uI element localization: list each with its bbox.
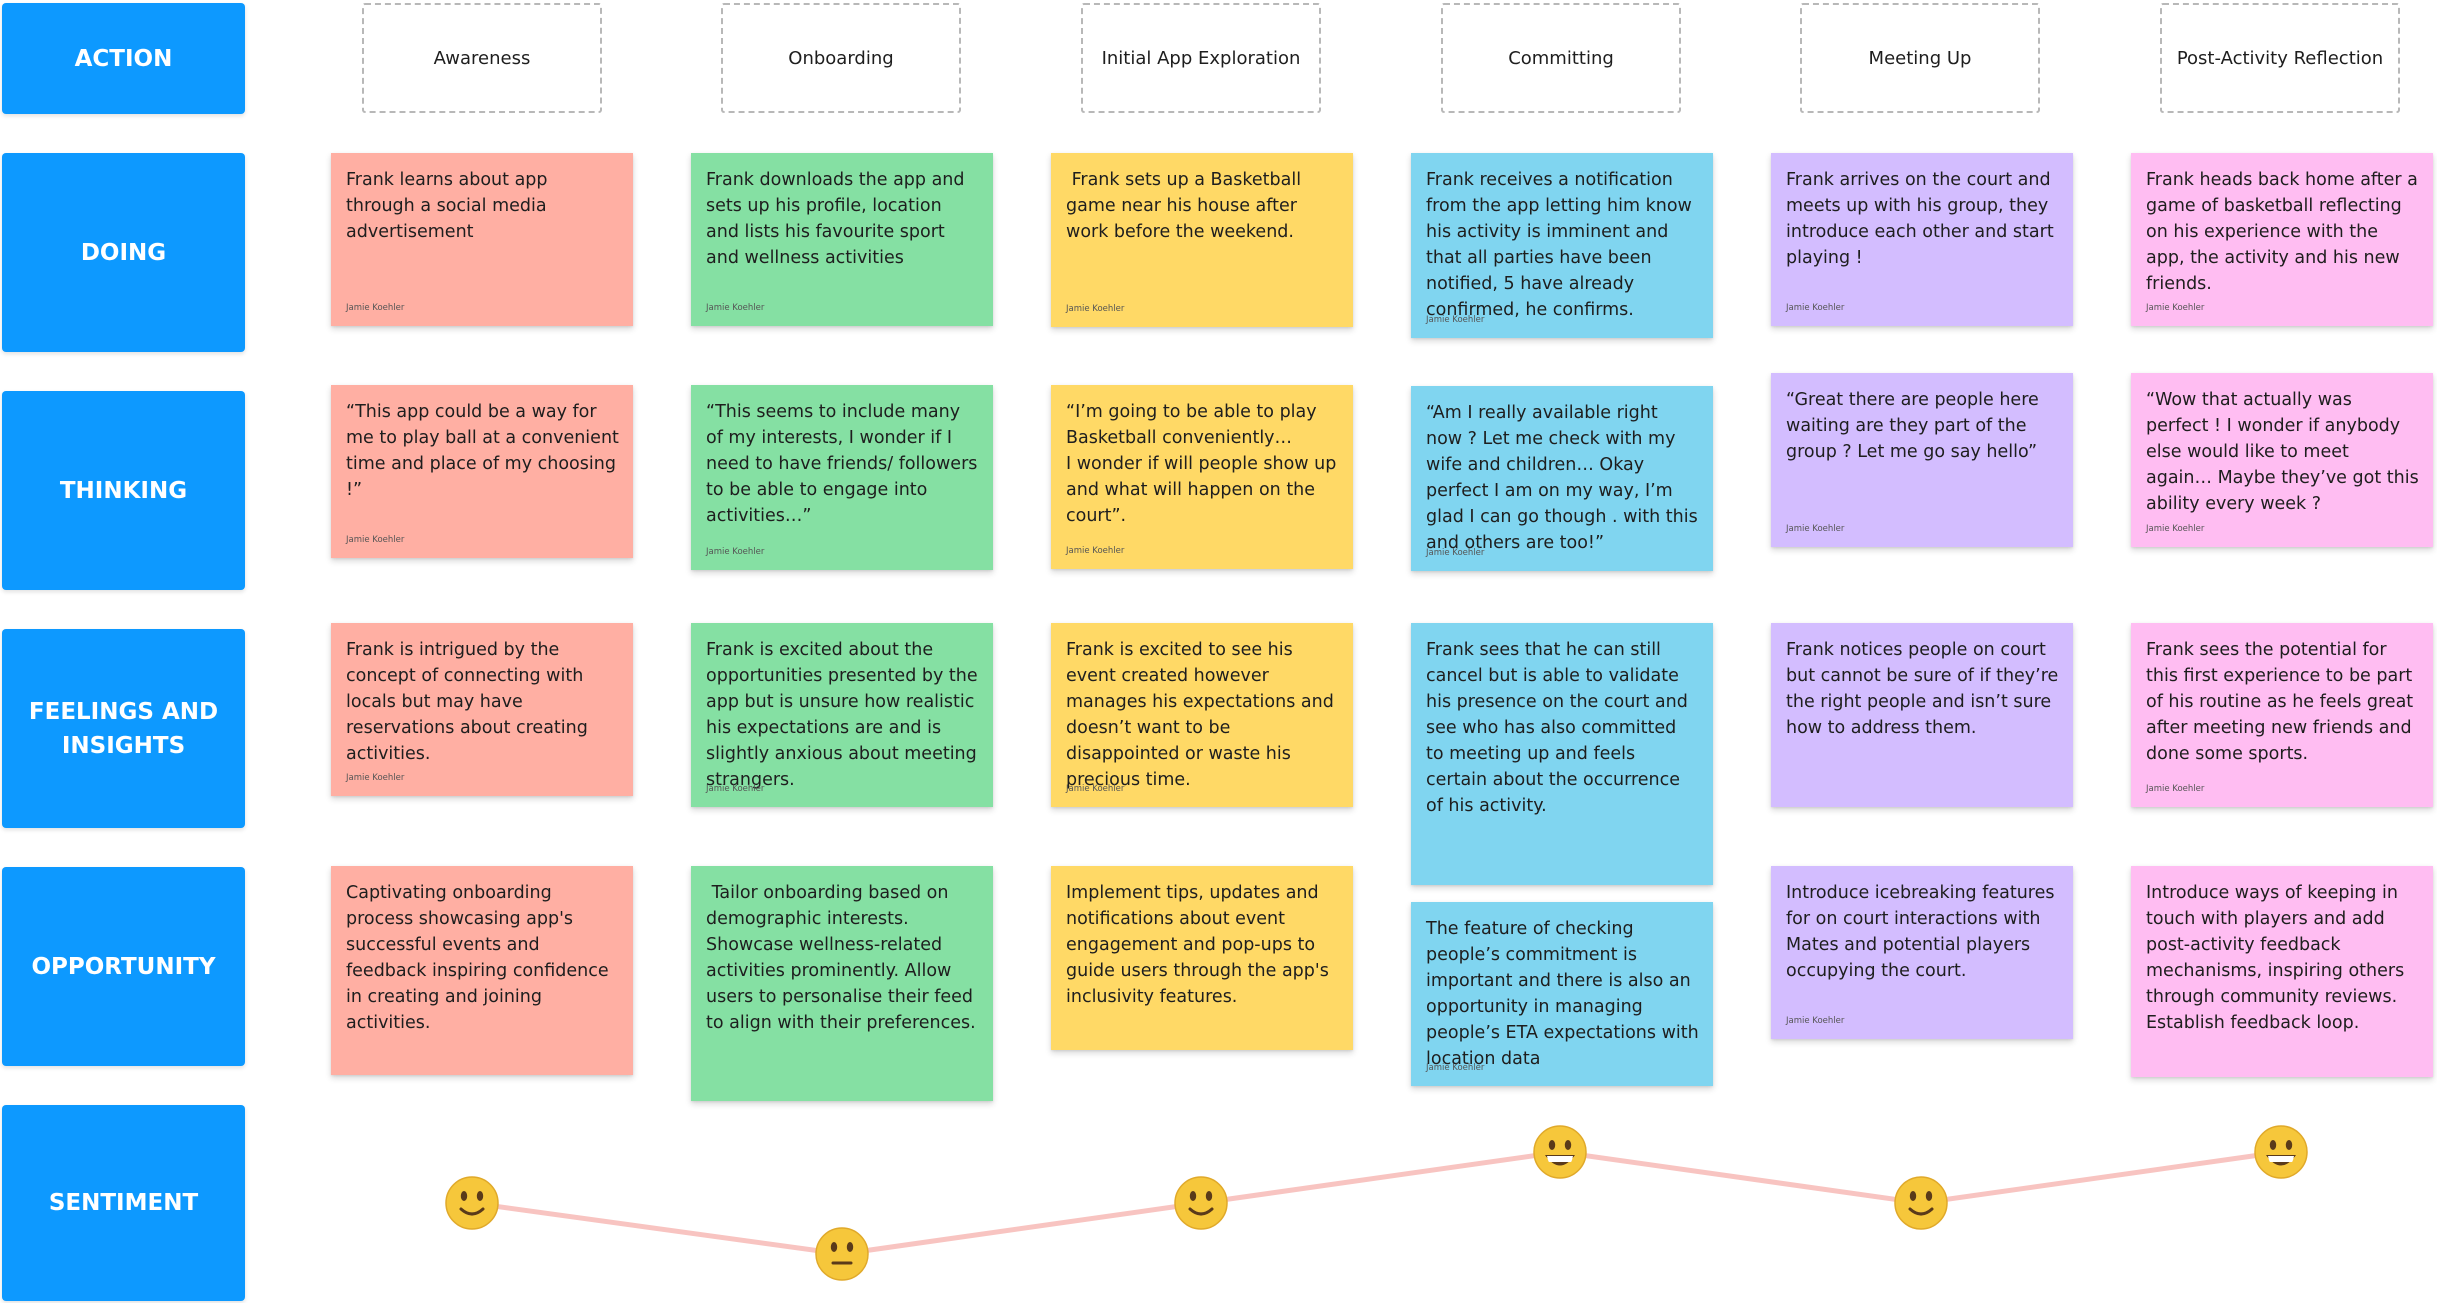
note-author: Jamie Koehler [706, 784, 765, 794]
note-text: “Great there are people here waiting are… [1786, 390, 2045, 462]
slightly-smiling-face-icon [1174, 1176, 1228, 1230]
phase-onboarding: Onboarding [721, 3, 961, 113]
sentiment-line [471, 1149, 2282, 1257]
slightly-smiling-face-icon [1894, 1176, 1948, 1230]
note-text: Frank is excited to see his event create… [1066, 640, 1340, 790]
sticky-note[interactable]: “Am I really available right now ? Let m… [1411, 386, 1713, 571]
note-author: Jamie Koehler [1786, 1016, 1845, 1026]
note-text: “This app could be a way for me to play … [346, 402, 625, 500]
row-label-sentiment: SENTIMENT [2, 1105, 245, 1301]
sticky-note[interactable]: Tailor onboarding based on demographic i… [691, 866, 993, 1101]
phase-initial-app-exploration: Initial App Exploration [1081, 3, 1321, 113]
sticky-note[interactable]: Captivating onboarding process showcasin… [331, 866, 633, 1075]
note-author: Jamie Koehler [2146, 303, 2205, 313]
row-label-action: ACTION [2, 3, 245, 114]
row-label-feelings-and-insights: FEELINGS AND INSIGHTS [2, 629, 245, 828]
note-text: Tailor onboarding based on demographic i… [706, 883, 979, 1033]
note-text: “Am I really available right now ? Let m… [1426, 403, 1704, 553]
note-author: Jamie Koehler [346, 773, 405, 783]
sticky-note[interactable]: Introduce icebreaking features for on co… [1771, 866, 2073, 1039]
grinning-face-icon [1533, 1125, 1587, 1179]
row-label-doing: DOING [2, 153, 245, 352]
phase-awareness: Awareness [362, 3, 602, 113]
sticky-note[interactable]: Frank sets up a Basketball game near his… [1051, 153, 1353, 327]
note-text: Frank downloads the app and sets up his … [706, 170, 971, 268]
row-label-thinking: THINKING [2, 391, 245, 590]
note-author: Jamie Koehler [1066, 546, 1125, 556]
note-text: Frank sees the potential for this first … [2146, 640, 2419, 764]
note-author: Jamie Koehler [1426, 548, 1485, 558]
note-text: Frank notices people on court but cannot… [1786, 640, 2064, 738]
note-text: Frank heads back home after a game of ba… [2146, 170, 2424, 294]
sticky-note[interactable]: “Wow that actually was perfect ! I wonde… [2131, 373, 2433, 547]
grinning-face-icon [2254, 1125, 2308, 1179]
note-author: Jamie Koehler [346, 535, 405, 545]
note-text: Frank sees that he can still cancel but … [1426, 640, 1694, 816]
sticky-note[interactable]: Frank arrives on the court and meets up … [1771, 153, 2073, 326]
row-label-opportunity: OPPORTUNITY [2, 867, 245, 1066]
note-author: Jamie Koehler [1786, 524, 1845, 534]
sticky-note[interactable]: “This app could be a way for me to play … [331, 385, 633, 558]
phase-meeting-up: Meeting Up [1800, 3, 2040, 113]
sticky-note[interactable]: Frank is excited about the opportunities… [691, 623, 993, 807]
sticky-note[interactable]: “Great there are people here waiting are… [1771, 373, 2073, 547]
sticky-note[interactable]: Implement tips, updates and notification… [1051, 866, 1353, 1050]
note-text: “This seems to include many of my intere… [706, 402, 983, 526]
sticky-note[interactable]: “This seems to include many of my intere… [691, 385, 993, 570]
note-author: Jamie Koehler [2146, 784, 2205, 794]
note-author: Jamie Koehler [706, 547, 765, 557]
phase-committing: Committing [1441, 3, 1681, 113]
sticky-note[interactable]: “I’m going to be able to play Basketball… [1051, 385, 1353, 569]
note-text: “I’m going to be able to play Basketball… [1066, 402, 1337, 526]
note-author: Jamie Koehler [1426, 315, 1485, 325]
note-author: Jamie Koehler [346, 303, 405, 313]
sticky-note[interactable]: Frank receives a notification from the a… [1411, 153, 1713, 338]
note-text: Introduce icebreaking features for on co… [1786, 883, 2061, 981]
note-author: Jamie Koehler [1426, 1063, 1485, 1073]
sticky-note[interactable]: The feature of checking people’s commitm… [1411, 902, 1713, 1086]
note-text: Frank learns about app through a social … [346, 170, 554, 242]
note-text: “Wow that actually was perfect ! I wonde… [2146, 390, 2425, 514]
note-text: The feature of checking people’s commitm… [1426, 919, 1705, 1069]
sticky-note[interactable]: Frank sees that he can still cancel but … [1411, 623, 1713, 885]
note-text: Introduce ways of keeping in touch with … [2146, 883, 2405, 1033]
note-text: Frank sets up a Basketball game near his… [1066, 170, 1307, 242]
sticky-note[interactable]: Frank notices people on court but cannot… [1771, 623, 2073, 807]
note-text: Frank is excited about the opportunities… [706, 640, 984, 790]
note-author: Jamie Koehler [706, 303, 765, 313]
sticky-note[interactable]: Frank downloads the app and sets up his … [691, 153, 993, 326]
note-text: Frank arrives on the court and meets up … [1786, 170, 2060, 268]
sticky-note[interactable]: Introduce ways of keeping in touch with … [2131, 866, 2433, 1077]
note-author: Jamie Koehler [2146, 524, 2205, 534]
sticky-note[interactable]: Frank learns about app through a social … [331, 153, 633, 326]
note-author: Jamie Koehler [1066, 304, 1125, 314]
note-author: Jamie Koehler [1066, 784, 1125, 794]
slightly-smiling-face-icon [445, 1176, 499, 1230]
sticky-note[interactable]: Frank is intrigued by the concept of con… [331, 623, 633, 796]
note-text: Frank is intrigued by the concept of con… [346, 640, 594, 764]
note-text: Frank receives a notification from the a… [1426, 170, 1698, 320]
note-text: Implement tips, updates and notification… [1066, 883, 1335, 1007]
note-author: Jamie Koehler [1786, 303, 1845, 313]
sticky-note[interactable]: Frank is excited to see his event create… [1051, 623, 1353, 807]
neutral-face-icon [815, 1227, 869, 1281]
sticky-note[interactable]: Frank sees the potential for this first … [2131, 623, 2433, 807]
sticky-note[interactable]: Frank heads back home after a game of ba… [2131, 153, 2433, 326]
note-text: Captivating onboarding process showcasin… [346, 883, 615, 1033]
phase-post-activity-reflection: Post-Activity Reflection [2160, 3, 2400, 113]
